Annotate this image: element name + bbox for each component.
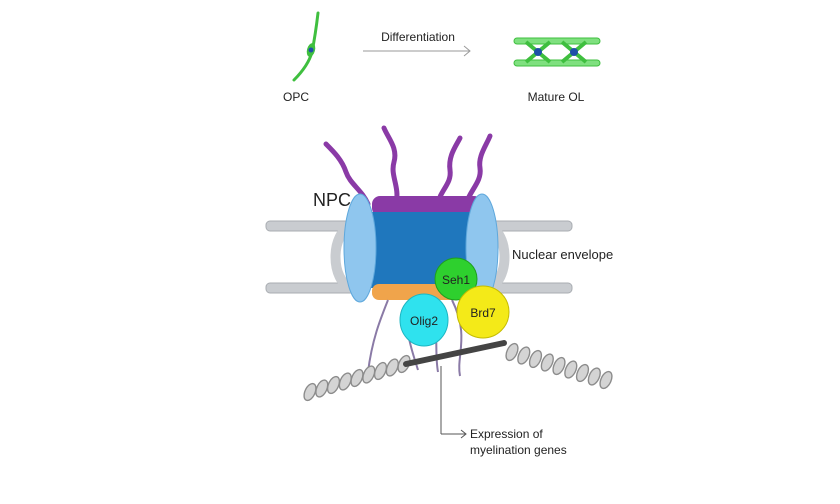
- npc-label: NPC: [313, 190, 351, 210]
- nucleosome-loop: [350, 368, 364, 388]
- nucleosome-loop: [599, 370, 613, 390]
- expression-arrow: [440, 366, 467, 439]
- differentiation-label: Differentiation: [381, 30, 455, 44]
- svg-text:Brd7: Brd7: [470, 306, 496, 320]
- nucleosome-loop: [373, 361, 388, 381]
- nucleosome-loop: [362, 365, 376, 384]
- nucleosome-loop: [303, 382, 317, 402]
- gene-locus-bar: [403, 340, 507, 367]
- nucleosome-loop: [575, 363, 590, 383]
- nucleosome-loop: [338, 372, 352, 391]
- nucleosome-loop: [587, 367, 601, 386]
- dna-coil-right: [505, 342, 613, 390]
- opc-cell-icon: [292, 11, 320, 82]
- protein-brd7: Brd7: [456, 285, 510, 339]
- expression-label-line1: Expression of: [470, 427, 543, 441]
- expression-label-line2: myelination genes: [470, 443, 567, 457]
- nucleosome-loop: [564, 360, 578, 379]
- protein-olig2: Olig2: [399, 293, 449, 347]
- mature-ol-label: Mature OL: [528, 90, 585, 104]
- nuclear-envelope-label: Nuclear envelope: [512, 247, 613, 262]
- nucleosome-loop: [540, 353, 554, 372]
- fg-repeat-tails: [323, 125, 493, 207]
- opc-label: OPC: [283, 90, 309, 104]
- nucleosome-loop: [315, 379, 329, 398]
- mature-ol-icon: [513, 37, 601, 67]
- nucleosome-loop: [385, 358, 399, 377]
- nucleosome-loop: [552, 356, 566, 376]
- protein-seh1: Seh1: [434, 257, 478, 301]
- nucleosome-loop: [326, 375, 341, 395]
- nucleosome-loop: [505, 342, 519, 362]
- svg-text:Seh1: Seh1: [442, 273, 470, 287]
- svg-text:Olig2: Olig2: [410, 314, 438, 328]
- nucleosome-loop: [517, 346, 531, 365]
- differentiation-arrow: [363, 45, 471, 57]
- nucleosome-loop: [528, 349, 543, 369]
- dna-coil-left: [303, 354, 411, 402]
